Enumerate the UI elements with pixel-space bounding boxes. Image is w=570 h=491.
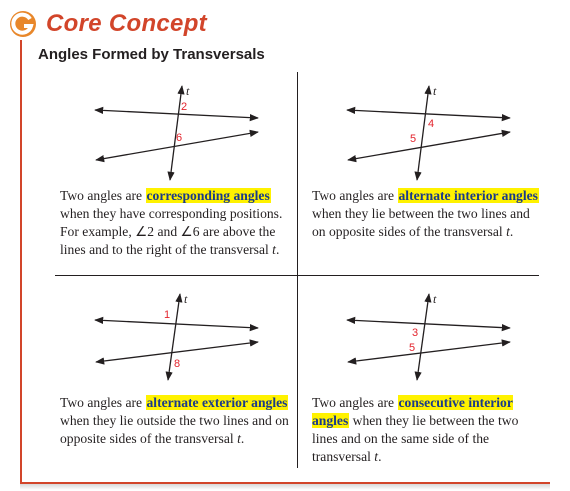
angle-label-2: 2 bbox=[181, 101, 187, 113]
concept-box bbox=[20, 40, 550, 484]
angle-label-5: 5 bbox=[410, 133, 416, 145]
core-concept-title: Core Concept bbox=[46, 10, 207, 37]
figure-corresponding-angles: t 2 6 bbox=[90, 80, 270, 181]
corresponding-angles-definition: Two angles are corresponding angles when… bbox=[60, 188, 283, 257]
core-concept-header: Core Concept bbox=[8, 6, 207, 42]
figure-alternate-exterior-angles: t 1 8 bbox=[90, 290, 270, 381]
section-subtitle: Angles Formed by Transversals bbox=[38, 46, 265, 63]
term-highlight: alternate interior angles bbox=[397, 188, 539, 203]
transversal-label: t bbox=[184, 292, 188, 306]
box-shadow bbox=[20, 484, 550, 490]
term-highlight: alternate exterior angles bbox=[145, 395, 289, 410]
horizontal-divider bbox=[55, 275, 539, 276]
transversal-label: t bbox=[186, 84, 190, 98]
alternate-exterior-angles-definition: Two angles are alternate exterior angles… bbox=[60, 395, 289, 446]
angle-label-8: 8 bbox=[174, 358, 180, 370]
angle-label-5: 5 bbox=[409, 342, 415, 354]
figure-consecutive-interior-angles: t 3 5 bbox=[342, 290, 522, 381]
transversal-label: t bbox=[433, 292, 437, 306]
figure-alternate-interior-angles: t 4 5 bbox=[342, 80, 522, 181]
angle-label-1: 1 bbox=[164, 309, 170, 321]
angle-label-3: 3 bbox=[412, 327, 418, 339]
transversal-label: t bbox=[433, 84, 437, 98]
consecutive-interior-angles-definition: Two angles are consecutive interior angl… bbox=[312, 395, 519, 464]
angle-label-4: 4 bbox=[428, 118, 434, 130]
angle-label-6: 6 bbox=[176, 132, 182, 144]
vertical-divider bbox=[297, 72, 298, 468]
g-logo-icon bbox=[10, 11, 36, 37]
term-highlight: corresponding angles bbox=[145, 188, 271, 203]
alternate-interior-angles-definition: Two angles are alternate interior angles… bbox=[312, 188, 539, 239]
